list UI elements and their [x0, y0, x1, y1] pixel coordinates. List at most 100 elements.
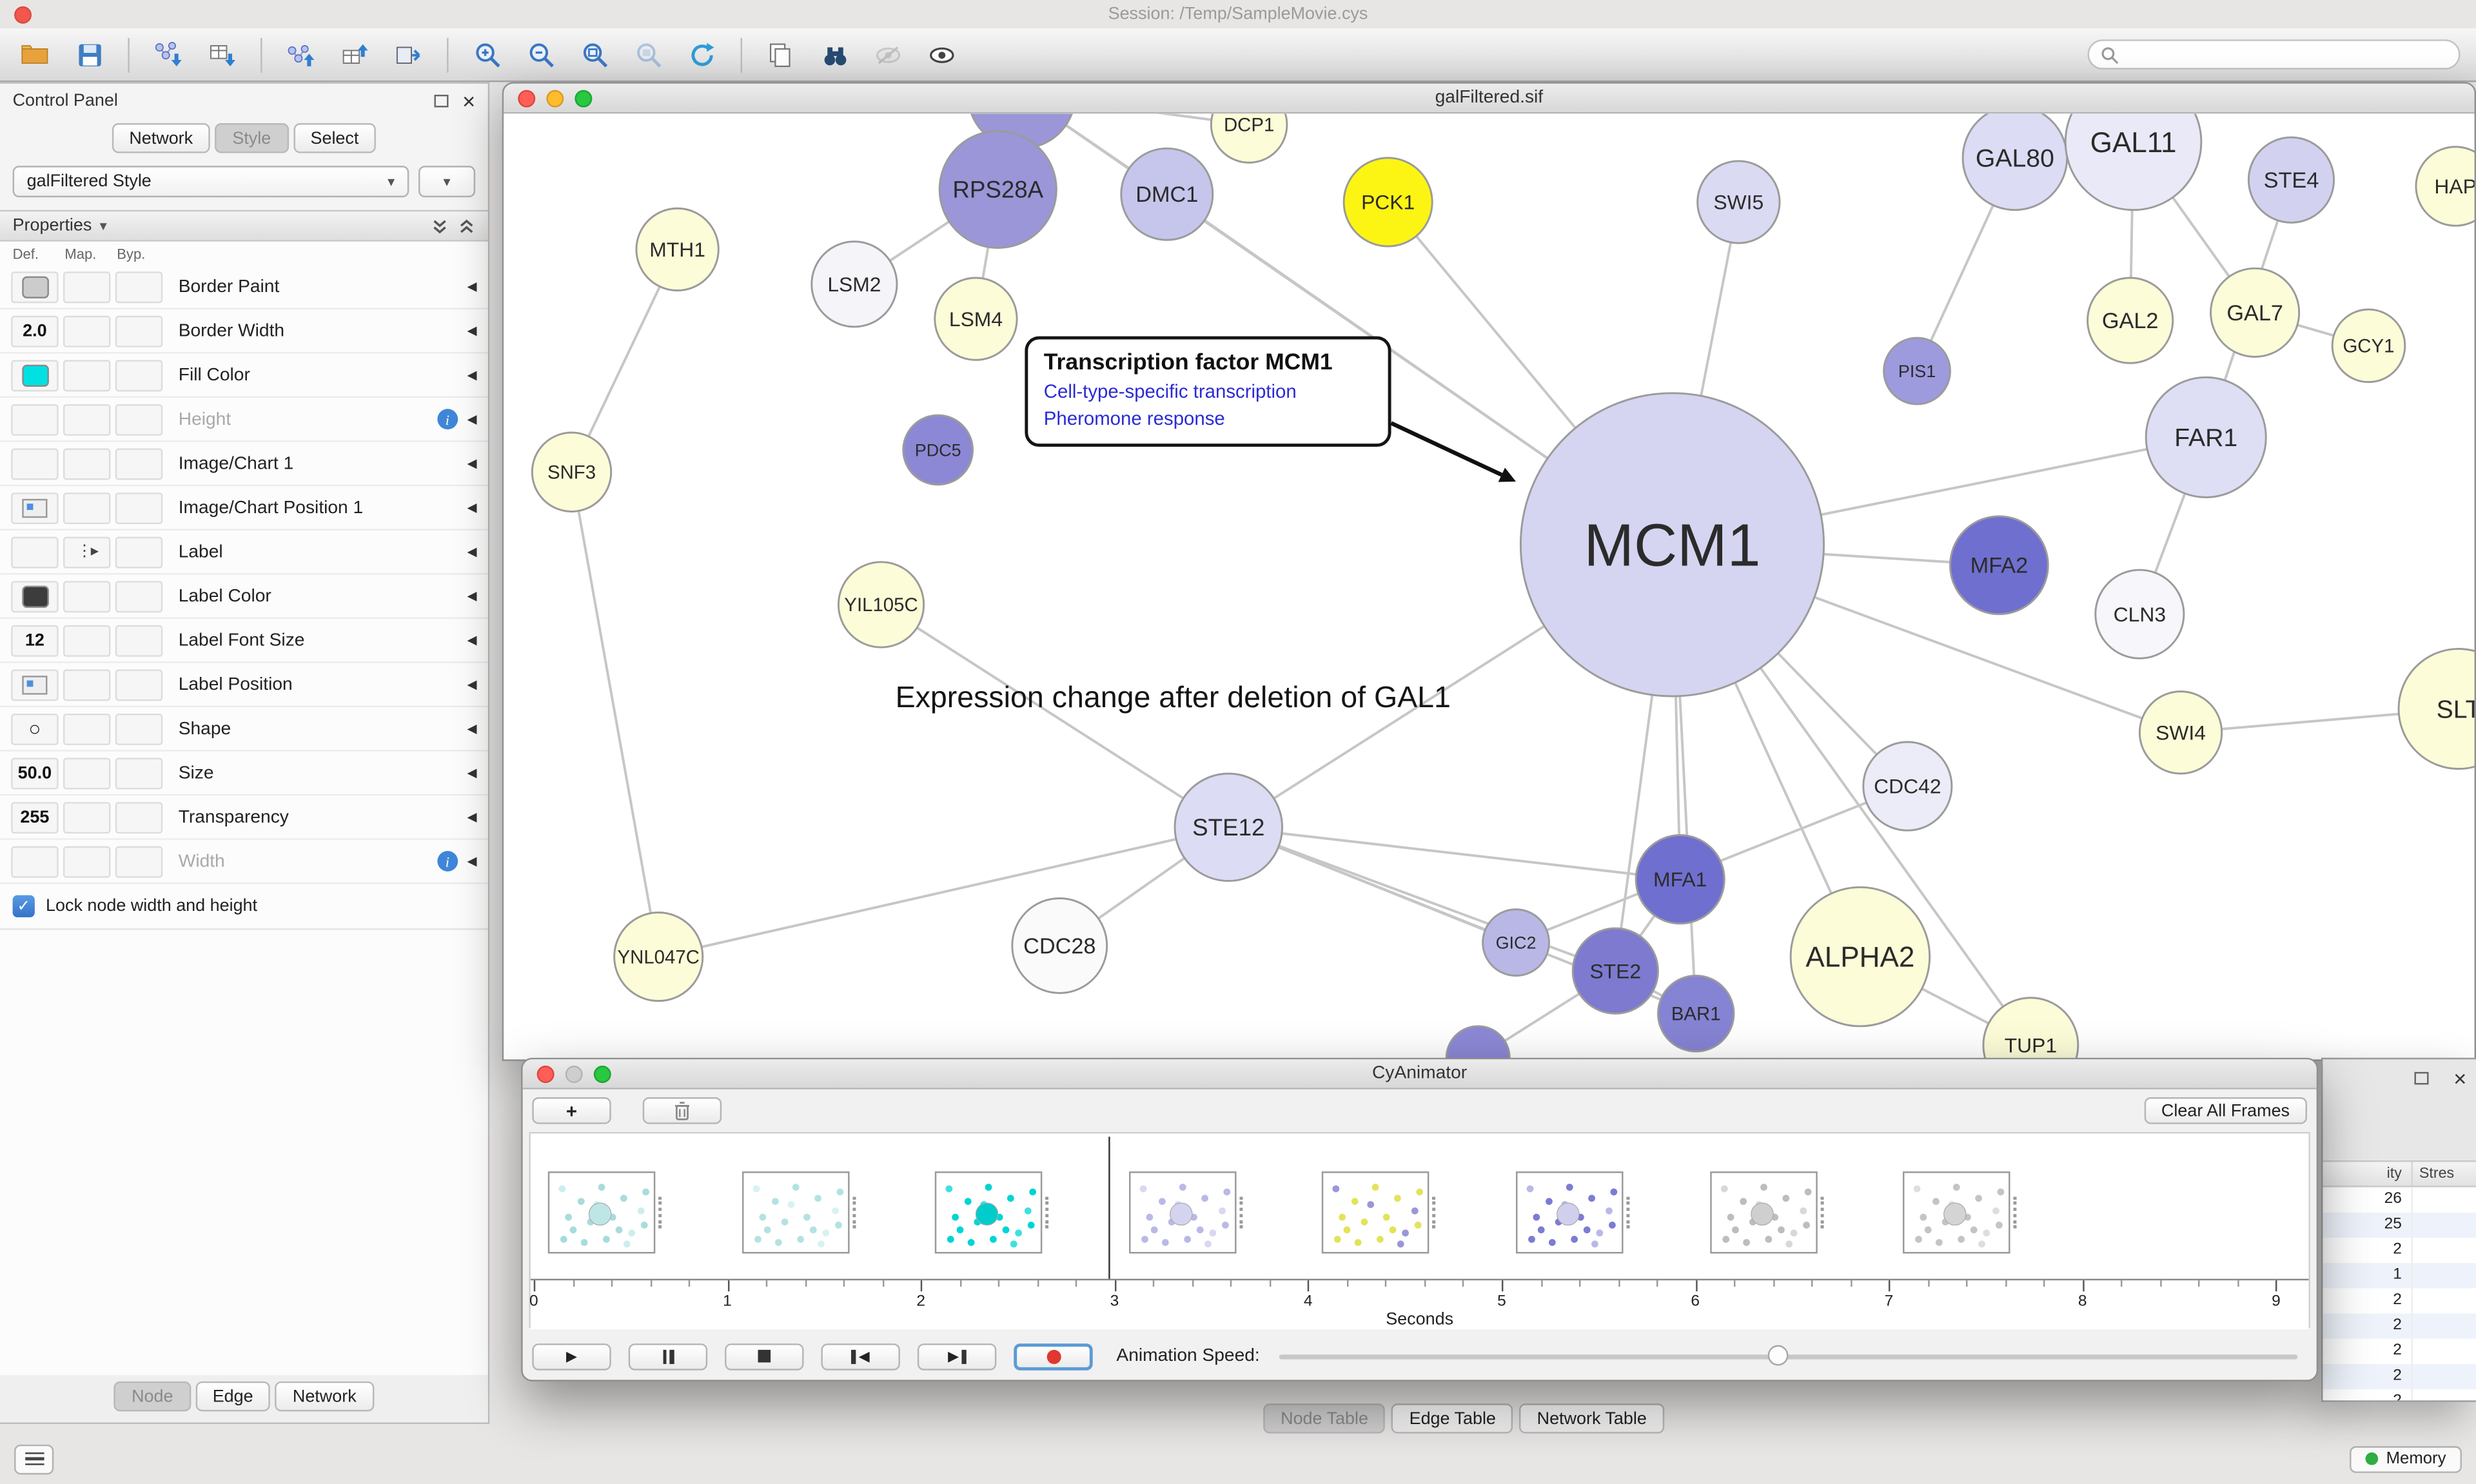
record-button[interactable] [1014, 1342, 1093, 1370]
tab-network-table[interactable]: Network Table [1519, 1403, 1664, 1434]
frame-thumbnail-4[interactable] [1322, 1171, 1430, 1254]
zoom-fit-button[interactable] [572, 32, 618, 77]
default-value[interactable]: 12 [25, 630, 44, 650]
network-node-SNF3[interactable] [531, 431, 613, 513]
network-node-DCP1[interactable] [1210, 113, 1288, 164]
table-row[interactable]: 2 [2323, 1338, 2476, 1364]
network-node-SLT[interactable] [2397, 648, 2475, 770]
ellipse-shape-icon[interactable]: ○ [28, 716, 41, 741]
network-node-TUP1[interactable] [1982, 997, 2079, 1060]
open-session-button[interactable] [13, 32, 59, 77]
minimize-button[interactable] [565, 1066, 583, 1084]
network-node-CLN3[interactable] [2094, 569, 2185, 659]
network-node-PDC5[interactable] [902, 414, 974, 486]
close-panel-icon[interactable]: × [462, 88, 476, 114]
network-node-CDC28[interactable] [1011, 897, 1108, 994]
network-node-GCY1[interactable] [2331, 308, 2406, 384]
frame-thumbnail-7[interactable] [1903, 1171, 2011, 1254]
column-header[interactable]: Stres [2419, 1165, 2455, 1183]
stop-button[interactable] [725, 1342, 804, 1370]
default-value[interactable]: 2.0 [23, 321, 47, 340]
style-options-button[interactable]: ▾ [418, 166, 476, 198]
tab-node-style[interactable]: Node [114, 1381, 191, 1412]
frame-drag-handle[interactable] [1820, 1196, 1827, 1229]
expand-row-arrow-icon[interactable]: ◀ [467, 854, 477, 868]
expand-row-arrow-icon[interactable]: ◀ [467, 324, 477, 338]
close-panel-icon[interactable]: × [2453, 1066, 2467, 1091]
mapping-icon[interactable]: ⋮▸ [76, 543, 99, 561]
property-row-fill-color[interactable]: Fill Color◀ [0, 353, 488, 398]
collapse-all-icon[interactable] [431, 217, 449, 235]
tab-edge-style[interactable]: Edge [195, 1381, 271, 1412]
expand-row-arrow-icon[interactable]: ◀ [467, 500, 477, 515]
zoom-button[interactable] [575, 90, 593, 108]
network-node-RPS28A[interactable] [938, 130, 1057, 249]
zoom-button[interactable] [593, 1066, 611, 1084]
expand-row-arrow-icon[interactable]: ◀ [467, 544, 477, 559]
import-network-button[interactable] [145, 32, 191, 77]
column-header[interactable]: ity [2323, 1162, 2413, 1186]
frame-thumbnail-1[interactable] [742, 1171, 849, 1254]
table-row[interactable]: 2 [2323, 1313, 2476, 1339]
import-table-button[interactable] [199, 32, 245, 77]
frame-thumbnail-2[interactable] [935, 1171, 1043, 1254]
color-swatch[interactable] [21, 364, 48, 386]
save-session-button[interactable] [66, 32, 112, 77]
default-value[interactable]: 50.0 [17, 763, 52, 783]
property-row-label[interactable]: ⋮▸Label◀ [0, 530, 488, 575]
network-node-DMC1[interactable] [1120, 147, 1214, 241]
task-history-button[interactable] [14, 1443, 54, 1474]
position-icon[interactable] [22, 498, 48, 518]
network-node-GAL11[interactable] [2064, 113, 2203, 211]
annotation-link[interactable]: Cell-type-specific transcription [1043, 380, 1297, 403]
frame-thumbnail-3[interactable] [1128, 1171, 1237, 1254]
network-node-STE12[interactable] [1174, 772, 1284, 883]
tab-network[interactable]: Network [112, 123, 211, 153]
expand-row-arrow-icon[interactable]: ◀ [467, 412, 477, 427]
first-frame-button[interactable]: ◀ [821, 1342, 900, 1370]
table-row[interactable]: 2 [2323, 1288, 2476, 1314]
network-node-MTH1[interactable] [635, 207, 720, 292]
pause-button[interactable] [628, 1342, 708, 1370]
network-node-BAR1[interactable] [1656, 975, 1735, 1053]
network-node-MFA2[interactable] [1949, 515, 2049, 616]
property-row-image-chart-position-1[interactable]: Image/Chart Position 1◀ [0, 486, 488, 531]
cyanimator-titlebar[interactable]: CyAnimator [522, 1059, 2317, 1089]
frame-drag-handle[interactable] [2013, 1196, 2020, 1229]
frame-drag-handle[interactable] [1626, 1196, 1633, 1229]
network-node-SWI5[interactable] [1696, 160, 1781, 244]
network-node-PIS1[interactable] [1883, 337, 1951, 405]
property-row-shape[interactable]: ○Shape◀ [0, 707, 488, 752]
main-titlebar[interactable]: Session: /Temp/SampleMovie.cys [0, 0, 2476, 28]
network-node-HAP[interactable] [2415, 146, 2475, 227]
properties-header[interactable]: Properties ▾ [0, 210, 488, 242]
clear-all-frames-button[interactable]: Clear All Frames [2143, 1097, 2307, 1124]
network-node-STE6[interactable] [1445, 1025, 1511, 1060]
last-frame-button[interactable]: ▶ [917, 1342, 997, 1370]
export-image-button[interactable] [386, 32, 431, 77]
memory-button[interactable]: Memory [2350, 1445, 2462, 1472]
frame-drag-handle[interactable] [1433, 1196, 1439, 1229]
close-button[interactable] [518, 90, 536, 108]
annotation-link[interactable]: Pheromone response [1043, 407, 1225, 430]
playhead[interactable] [1108, 1137, 1110, 1279]
network-node-MCM1[interactable] [1519, 392, 1825, 698]
network-node-YIL105C[interactable] [837, 561, 925, 649]
table-row[interactable]: 26 [2323, 1187, 2476, 1213]
speed-slider[interactable] [1279, 1345, 2298, 1366]
network-node-GAL2[interactable] [2087, 277, 2174, 364]
tab-select[interactable]: Select [293, 123, 377, 153]
property-row-border-paint[interactable]: Border Paint◀ [0, 265, 488, 310]
network-node-FAR1[interactable] [2145, 376, 2267, 498]
duplicate-network-button[interactable] [758, 32, 804, 77]
find-in-network-button[interactable] [812, 32, 858, 77]
table-row[interactable]: 25 [2323, 1212, 2476, 1238]
network-node-LSM4[interactable] [934, 277, 1018, 361]
expand-row-arrow-icon[interactable]: ◀ [467, 589, 477, 603]
